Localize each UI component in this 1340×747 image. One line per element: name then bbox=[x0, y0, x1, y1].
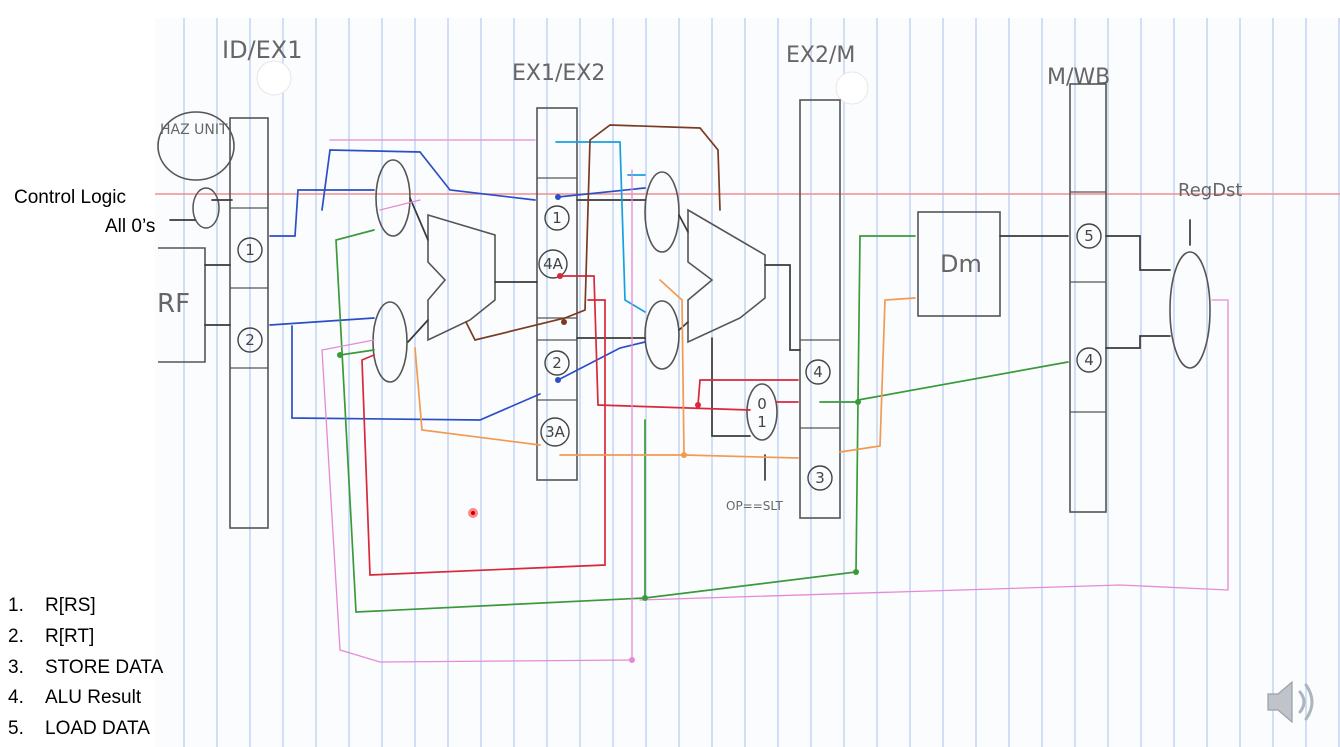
punch-hole bbox=[835, 71, 869, 105]
punch-hole bbox=[256, 60, 292, 96]
slot-ex1-rs: 1 bbox=[552, 209, 562, 227]
register-file bbox=[158, 247, 206, 363]
slot-mwb-load: 5 bbox=[1084, 227, 1094, 245]
slot-circle bbox=[544, 350, 570, 376]
alu-ex1 bbox=[427, 213, 496, 342]
slot-circle bbox=[1076, 347, 1102, 373]
control-mux bbox=[192, 187, 220, 229]
legend-list: 1.R[RS] 2.R[RT] 3.STORE DATA 4.ALU Resul… bbox=[8, 591, 163, 745]
all-zeros-label: All 0’s bbox=[105, 216, 156, 237]
legend-item: 3.STORE DATA bbox=[8, 656, 164, 678]
slot-ex1-alu-a: 4A bbox=[543, 255, 564, 273]
control-logic-label: Control Logic bbox=[14, 187, 126, 208]
alu-ex2 bbox=[687, 208, 766, 344]
m-wb-register bbox=[1069, 83, 1107, 513]
data-memory bbox=[917, 211, 1001, 317]
slot-circle bbox=[237, 237, 263, 263]
ruled-lines bbox=[183, 18, 1340, 747]
pencil-wires bbox=[169, 197, 1191, 481]
stage-label-id-ex: ID/EX1 bbox=[222, 36, 303, 64]
alu-feedback-wire bbox=[465, 124, 721, 341]
id-ex-register bbox=[229, 117, 269, 529]
slt-mux bbox=[746, 383, 778, 441]
legend-item: 5.LOAD DATA bbox=[8, 718, 150, 740]
slot-id-ex-rt: 2 bbox=[245, 331, 255, 349]
legend-item: 4.ALU Result bbox=[8, 687, 142, 709]
slot-circle bbox=[544, 205, 570, 231]
ex1-ex2-register bbox=[536, 107, 578, 481]
slt-mux-input-0: 0 bbox=[757, 395, 767, 413]
rs-forward-wire-light bbox=[555, 141, 646, 313]
ex2-m-register bbox=[799, 99, 841, 519]
slot-circle bbox=[807, 465, 833, 491]
slot-ex1-rt: 2 bbox=[552, 354, 562, 372]
slot-circle bbox=[1076, 223, 1102, 249]
legend-item: 2.R[RT] bbox=[8, 625, 95, 647]
reg-dst-mux bbox=[1169, 251, 1211, 369]
slot-ex2-alu: 4 bbox=[813, 363, 823, 381]
slot-ex2-store: 3 bbox=[815, 469, 825, 487]
laser-pointer-center bbox=[471, 511, 475, 515]
stage-label-m-wb: M/WB bbox=[1047, 65, 1110, 90]
stage-label-ex2-m: EX2/M bbox=[786, 43, 855, 68]
slot-circle bbox=[540, 417, 570, 447]
slt-select-label: OP==SLT bbox=[726, 499, 783, 513]
slot-circle bbox=[805, 359, 831, 385]
rs-forward-wire bbox=[269, 149, 646, 421]
data-memory-label: Dm bbox=[940, 250, 982, 278]
speaker-icon[interactable] bbox=[1262, 672, 1326, 732]
forward-mux-b2 bbox=[644, 300, 680, 370]
legend-item: 1.R[RS] bbox=[8, 595, 96, 616]
slot-circle bbox=[538, 249, 568, 279]
forward-mux-b1 bbox=[372, 301, 408, 383]
slot-id-ex-rs: 1 bbox=[245, 241, 255, 259]
register-file-label: RF bbox=[157, 289, 190, 319]
alu-result-wire bbox=[335, 229, 1069, 613]
slot-mwb-alu: 4 bbox=[1084, 351, 1094, 369]
junction-dots bbox=[337, 194, 861, 663]
hazard-unit bbox=[157, 111, 235, 181]
forward-mux-a2 bbox=[644, 171, 680, 253]
slot-ex1-store-a: 3A bbox=[545, 423, 566, 441]
rt-forward-wire bbox=[361, 275, 799, 576]
reg-dst-label: RegDst bbox=[1178, 180, 1243, 201]
pink-forward-wire bbox=[321, 139, 1229, 663]
forward-mux-a1 bbox=[375, 159, 411, 237]
slt-mux-input-1: 1 bbox=[757, 413, 767, 431]
slot-circle bbox=[237, 327, 263, 353]
hazard-unit-label: HAZ UNIT bbox=[160, 122, 228, 138]
stage-label-ex1-ex2: EX1/EX2 bbox=[512, 61, 605, 86]
